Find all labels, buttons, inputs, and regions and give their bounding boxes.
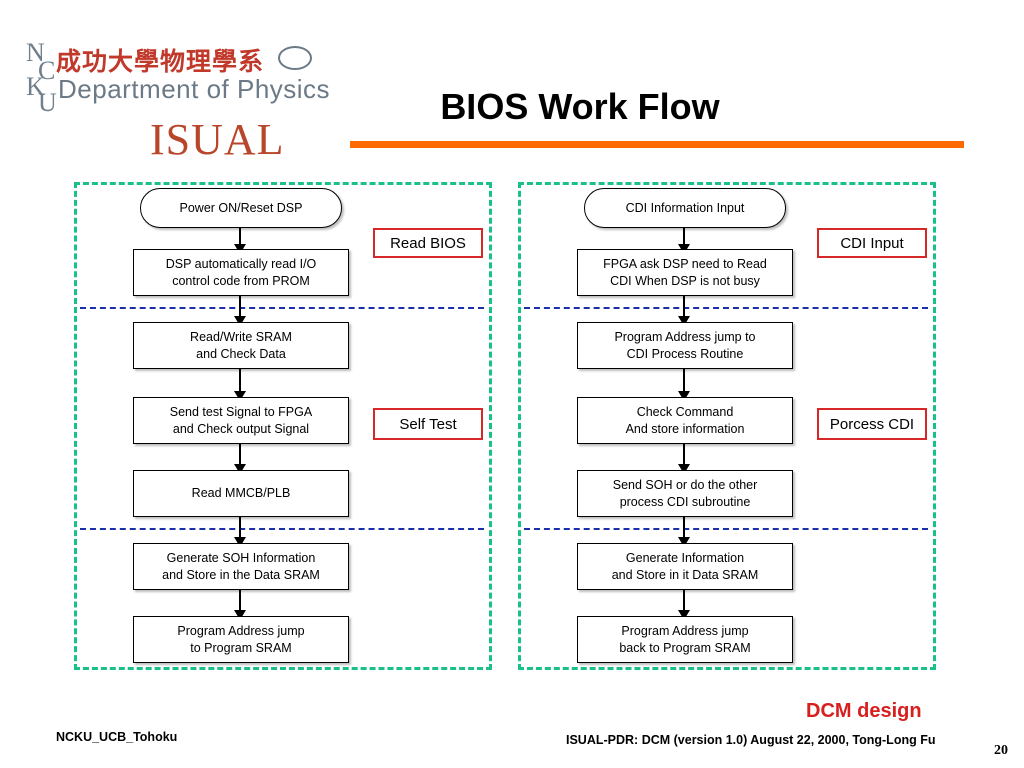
right-arrow-3	[678, 368, 690, 401]
right-step-fpga-ask: FPGA ask DSP need to Read CDI When DSP i…	[577, 249, 793, 296]
right-step-jump-cdi: Program Address jump to CDI Process Rout…	[577, 322, 793, 369]
left-arrow-5	[234, 516, 246, 547]
left-step-fpga-test: Send test Signal to FPGA and Check outpu…	[133, 397, 349, 444]
logo-chinese-name: 成功大學物理學系	[56, 47, 265, 76]
right-step-check-command: Check Command And store information	[577, 397, 793, 444]
logo-isual: ISUAL	[150, 115, 285, 164]
label-cdi-input: CDI Input	[817, 228, 927, 258]
label-process-cdi: Porcess CDI	[817, 408, 927, 440]
right-flow-panel	[518, 182, 936, 670]
left-divider-top	[80, 307, 484, 309]
label-self-test: Self Test	[373, 408, 483, 440]
right-step-send-soh: Send SOH or do the other process CDI sub…	[577, 470, 793, 517]
right-arrow-1	[678, 227, 690, 254]
logo-letter-u: U	[38, 88, 57, 117]
left-step-read-io: DSP automatically read I/O control code …	[133, 249, 349, 296]
eye-emblem-icon	[278, 46, 312, 70]
page-number: 20	[994, 743, 1008, 758]
right-arrow-4	[678, 443, 690, 474]
dcm-design-label: DCM design	[806, 700, 922, 722]
left-flow-panel	[74, 182, 492, 670]
logo-letter-c: C	[38, 56, 56, 85]
left-step-generate-soh: Generate SOH Information and Store in th…	[133, 543, 349, 590]
left-step-read-mmcb: Read MMCB/PLB	[133, 470, 349, 517]
left-divider-bottom	[80, 528, 484, 530]
left-step-power-on: Power ON/Reset DSP	[140, 188, 342, 228]
label-read-bios: Read BIOS	[373, 228, 483, 258]
right-arrow-5	[678, 516, 690, 547]
right-divider-bottom	[524, 528, 928, 530]
right-arrow-2	[678, 295, 690, 326]
footer-right-text: ISUAL-PDR: DCM (version 1.0) August 22, …	[566, 733, 936, 747]
right-arrow-6	[678, 589, 690, 620]
footer-left-text: NCKU_UCB_Tohoku	[56, 730, 178, 744]
right-step-cdi-input: CDI Information Input	[584, 188, 786, 228]
logo-letter-k: K	[26, 72, 45, 101]
page-title: BIOS Work Flow	[440, 86, 720, 127]
left-arrow-4	[234, 443, 246, 474]
logo-department: Department of Physics	[58, 74, 331, 104]
right-step-generate-info: Generate Information and Store in it Dat…	[577, 543, 793, 590]
left-step-jump-program: Program Address jump to Program SRAM	[133, 616, 349, 663]
right-divider-top	[524, 307, 928, 309]
left-step-sram-check: Read/Write SRAM and Check Data	[133, 322, 349, 369]
title-accent-bar	[350, 141, 964, 148]
left-arrow-1	[234, 227, 246, 254]
left-arrow-2	[234, 295, 246, 326]
right-step-jump-back: Program Address jump back to Program SRA…	[577, 616, 793, 663]
left-arrow-3	[234, 368, 246, 401]
logo-letter-n: N	[26, 38, 45, 67]
left-arrow-6	[234, 589, 246, 620]
